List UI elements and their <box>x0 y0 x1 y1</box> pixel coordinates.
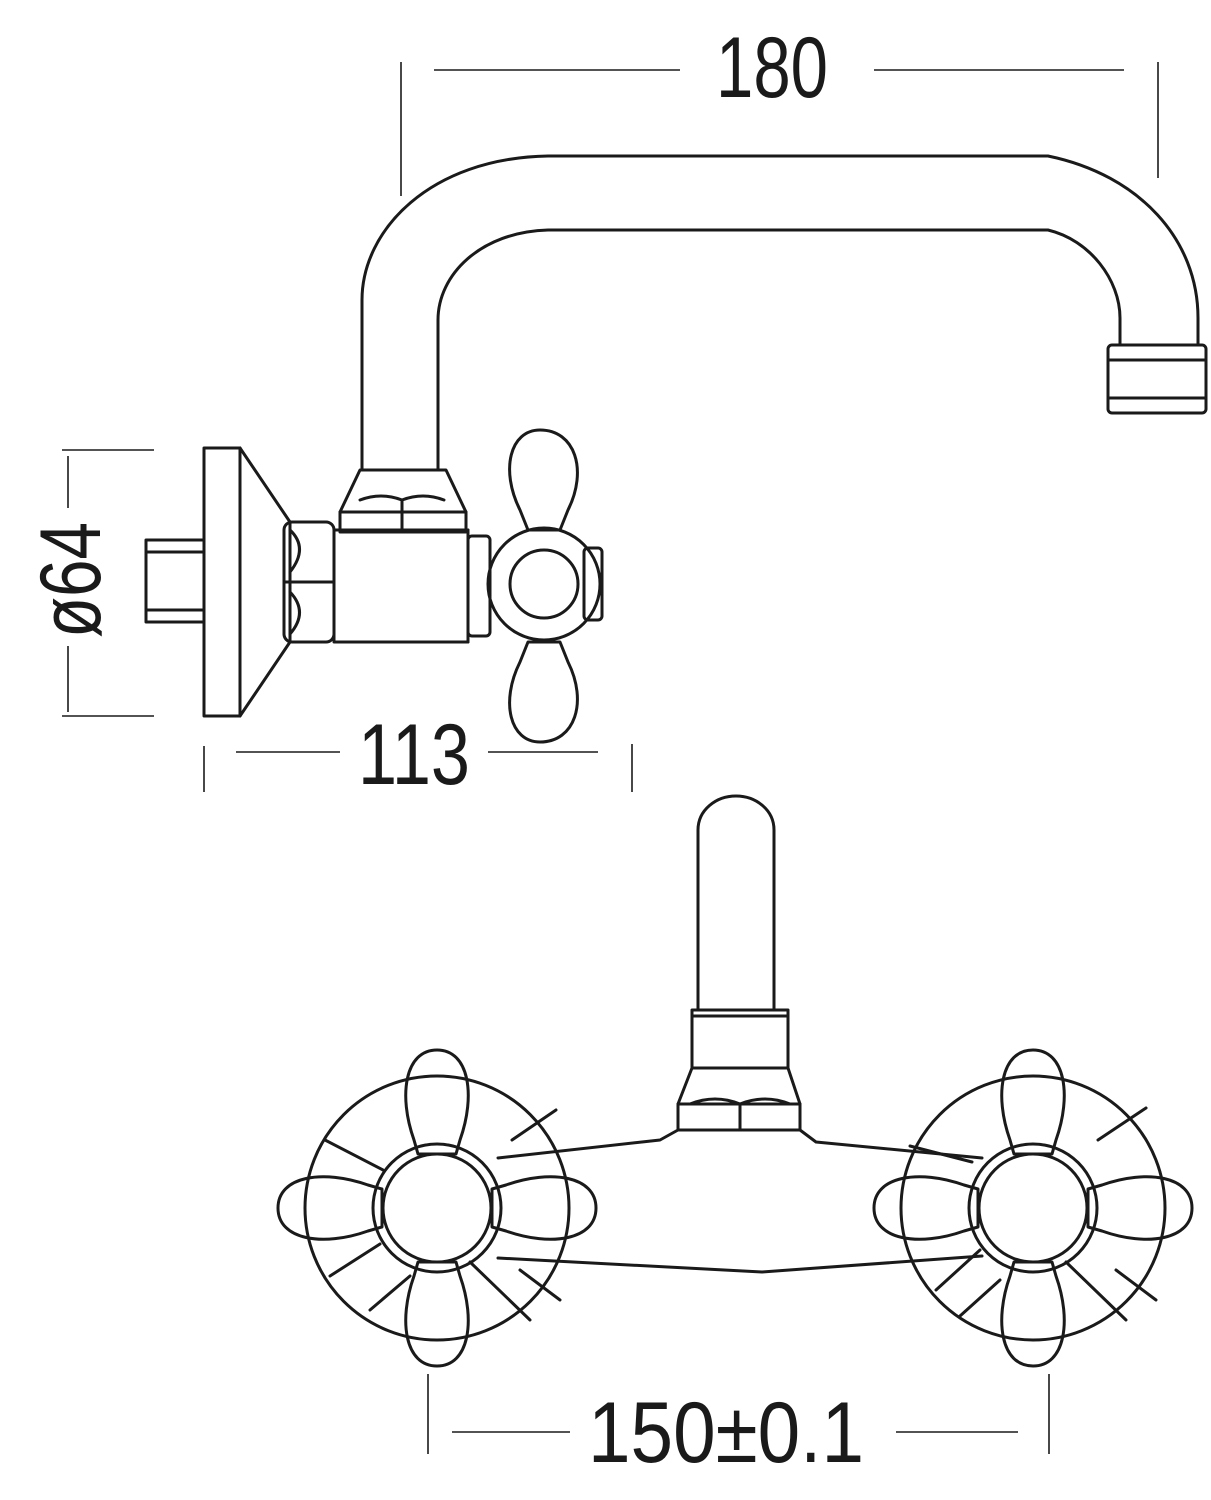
cross-handle-side <box>486 428 604 744</box>
wall-flange <box>202 446 292 718</box>
mixer-body <box>496 1128 984 1274</box>
spout-front <box>676 794 802 1132</box>
dimension-label-spout-reach: 180 <box>716 20 828 116</box>
spout <box>360 154 1208 472</box>
dimension-label-center-distance: 150±0.1 <box>588 1385 864 1481</box>
dimension-label-rosette-diameter: ø64 <box>23 522 119 638</box>
dimension-label-projection: 113 <box>358 707 470 803</box>
right-handle-front <box>872 1048 1194 1368</box>
dimension-rosette-diameter: ø64 <box>23 449 154 717</box>
dimension-projection: 113 <box>203 707 633 803</box>
threaded-inlet <box>144 538 206 624</box>
valve-body <box>332 528 492 644</box>
left-handle-front <box>276 1048 598 1368</box>
aerator <box>1106 343 1208 415</box>
side-view: 180 <box>23 20 1208 803</box>
dimension-center-distance: 150±0.1 <box>427 1374 1050 1481</box>
dimension-spout-reach: 180 <box>400 20 1159 196</box>
front-view: 150±0.1 <box>276 794 1194 1481</box>
spout-nut <box>338 468 468 534</box>
